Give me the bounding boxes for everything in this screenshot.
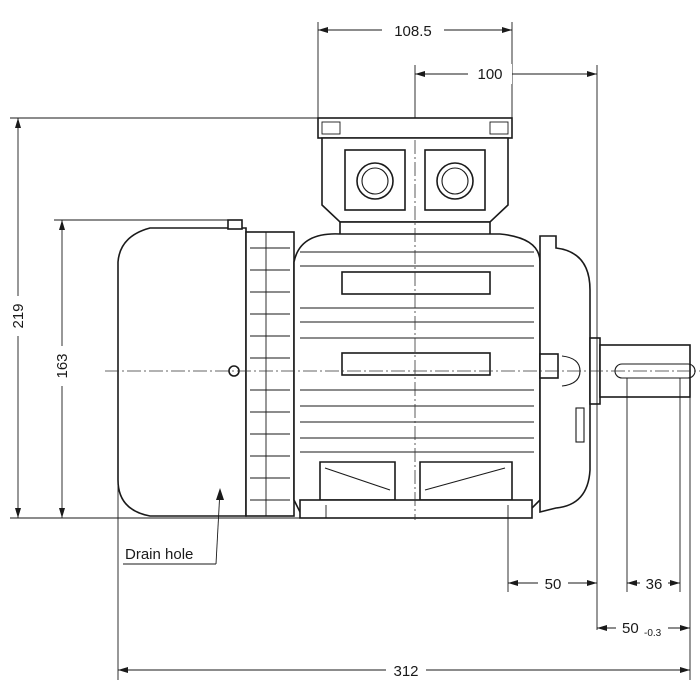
fan-cover: [117, 219, 247, 517]
dim-total-height: 219: [8, 117, 318, 519]
dim-top-width: 108.5: [317, 20, 513, 118]
dim-shaft-length: 50 -0.3: [597, 397, 691, 639]
dim-shaft-key: 36: [626, 378, 681, 593]
dim-foot-offset: 50: [507, 518, 597, 593]
dim-label-312: 312: [393, 663, 418, 680]
end-shield: [539, 235, 591, 514]
cooling-ribs-rear: [245, 231, 295, 517]
dim-tolerance: -0.3: [644, 628, 662, 639]
dim-label-50-foot: 50: [545, 576, 562, 593]
dim-total-length: 312: [117, 480, 691, 680]
dim-label-108-5: 108.5: [394, 23, 432, 40]
dim-box-offset: 100: [414, 64, 598, 630]
drain-hole-label: Drain hole: [125, 546, 193, 563]
motor-frame: [293, 233, 541, 519]
drain-hole-callout: Drain hole: [123, 488, 224, 565]
dim-label-36: 36: [646, 576, 663, 593]
dim-label-163: 163: [54, 353, 71, 378]
dim-label-100: 100: [477, 66, 502, 83]
dim-frame-height: 163: [52, 219, 228, 518]
dim-label-219: 219: [10, 303, 27, 328]
dim-label-50-shaft: 50: [622, 620, 639, 637]
